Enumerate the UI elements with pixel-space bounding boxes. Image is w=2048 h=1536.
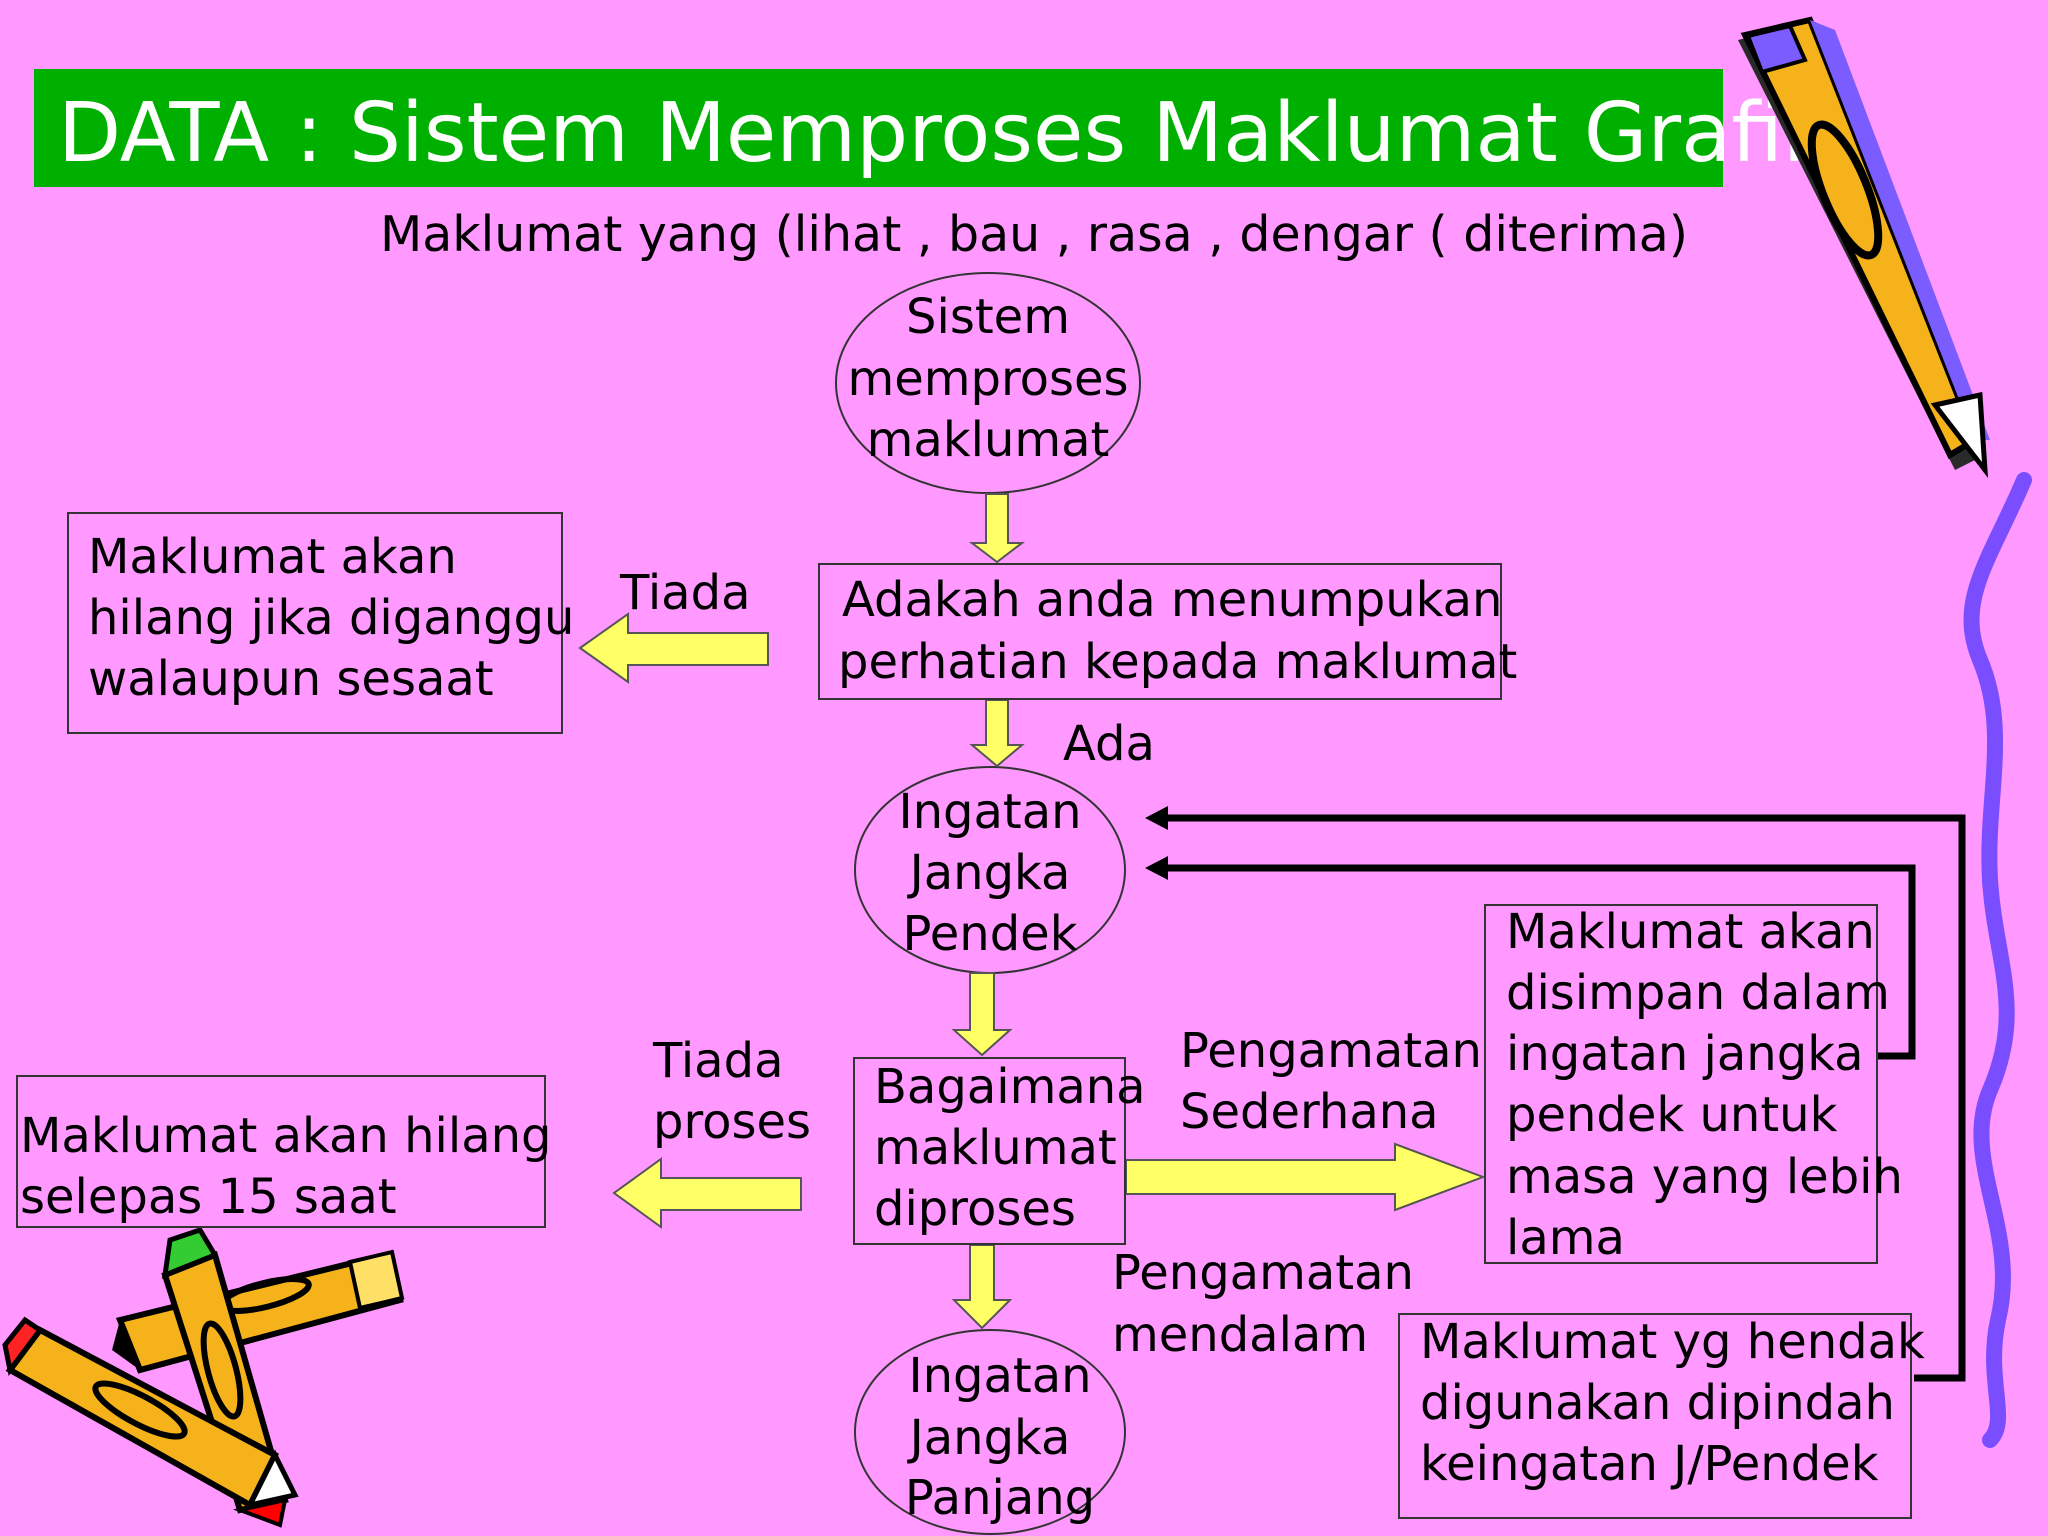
arrow-left-1 <box>578 612 769 684</box>
edge-label-tiada-proses-1: Tiada <box>653 1033 784 1089</box>
node-long-term-line-1: Ingatan <box>908 1348 1092 1404</box>
edge-label-tiada-proses-2: proses <box>653 1094 812 1150</box>
arrow-left-2 <box>612 1157 802 1229</box>
node-attention-box <box>818 563 1502 700</box>
node-long-term-ellipse <box>854 1329 1126 1535</box>
arrow-down-4 <box>951 1244 1013 1330</box>
node-lost-15s-line-1: Maklumat akan hilang <box>20 1108 552 1164</box>
edge-label-sederhana-2: Sederhana <box>1180 1084 1439 1140</box>
edge-label-sederhana-1: Pengamatan <box>1180 1023 1482 1079</box>
edge-label-mendalam-2: mendalam <box>1112 1307 1369 1363</box>
node-moved-back-line-1: Maklumat yg hendak <box>1420 1314 1925 1370</box>
node-moved-back-box <box>1398 1313 1912 1519</box>
node-short-term-line-2: Jangka <box>909 845 1071 901</box>
arrow-right-1 <box>1125 1142 1486 1212</box>
pencil-icon <box>1738 16 1990 479</box>
squiggle-decoration <box>1963 472 2032 1448</box>
node-attention-line-2: perhatian kepada maklumat <box>838 634 1518 690</box>
node-stored-longer-line-1: Maklumat akan <box>1506 904 1875 960</box>
node-lost-15s-box <box>16 1075 546 1228</box>
node-stored-longer-line-5: masa yang lebih <box>1506 1149 1903 1205</box>
node-lost-disturbed-line-1: Maklumat akan <box>88 529 457 585</box>
node-attention-line-1: Adakah anda menumpukan <box>842 572 1503 628</box>
edge-label-ada: Ada <box>1063 716 1155 772</box>
feedback-line-outer <box>1160 814 1966 1382</box>
node-stored-longer-line-2: disimpan dalam <box>1506 965 1890 1021</box>
subtitle: Maklumat yang (lihat , bau , rasa , deng… <box>380 206 1688 263</box>
node-long-term-line-3: Panjang <box>904 1470 1096 1526</box>
node-sistem-line-3: maklumat <box>866 412 1110 468</box>
node-stored-longer-box <box>1484 904 1878 1264</box>
node-stored-longer-line-6: lama <box>1506 1210 1625 1266</box>
node-moved-back-line-2: digunakan dipindah <box>1420 1375 1895 1431</box>
feedback-arrowhead-inner <box>1145 856 1168 880</box>
arrow-down-2 <box>969 699 1025 768</box>
node-lost-15s-line-2: selepas 15 saat <box>20 1169 397 1225</box>
node-how-processed-line-1: Bagaimana <box>874 1059 1146 1115</box>
node-lost-disturbed-box <box>67 512 563 734</box>
edge-label-tiada: Tiada <box>620 565 751 621</box>
node-how-processed-line-2: maklumat <box>874 1120 1117 1176</box>
feedback-line-inner <box>1160 864 1916 1060</box>
feedback-arrowhead-outer <box>1145 806 1168 830</box>
node-how-processed-box <box>853 1057 1126 1245</box>
node-short-term-line-3: Pendek <box>902 906 1078 962</box>
node-lost-disturbed-line-2: hilang jika diganggu <box>88 590 575 646</box>
arrow-down-3 <box>951 972 1013 1057</box>
arrow-down-1 <box>969 493 1025 564</box>
page-title: DATA : Sistem Memproses Maklumat Grafik <box>58 86 1831 181</box>
node-short-term-line-1: Ingatan <box>898 784 1082 840</box>
node-sistem-line-1: Sistem <box>906 289 1070 345</box>
node-long-term-line-2: Jangka <box>909 1410 1071 1466</box>
node-sistem-line-2: memproses <box>847 351 1129 407</box>
node-how-processed-line-3: diproses <box>874 1181 1076 1237</box>
node-lost-disturbed-line-3: walaupun sesaat <box>88 651 494 707</box>
node-moved-back-line-3: keingatan J/Pendek <box>1420 1436 1879 1492</box>
edge-label-mendalam-1: Pengamatan <box>1112 1245 1414 1301</box>
node-stored-longer-line-3: ingatan jangka <box>1506 1026 1864 1082</box>
node-stored-longer-line-4: pendek untuk <box>1506 1087 1838 1143</box>
title-bar <box>34 69 1723 187</box>
pencils-cluster-icon <box>2 1226 405 1528</box>
